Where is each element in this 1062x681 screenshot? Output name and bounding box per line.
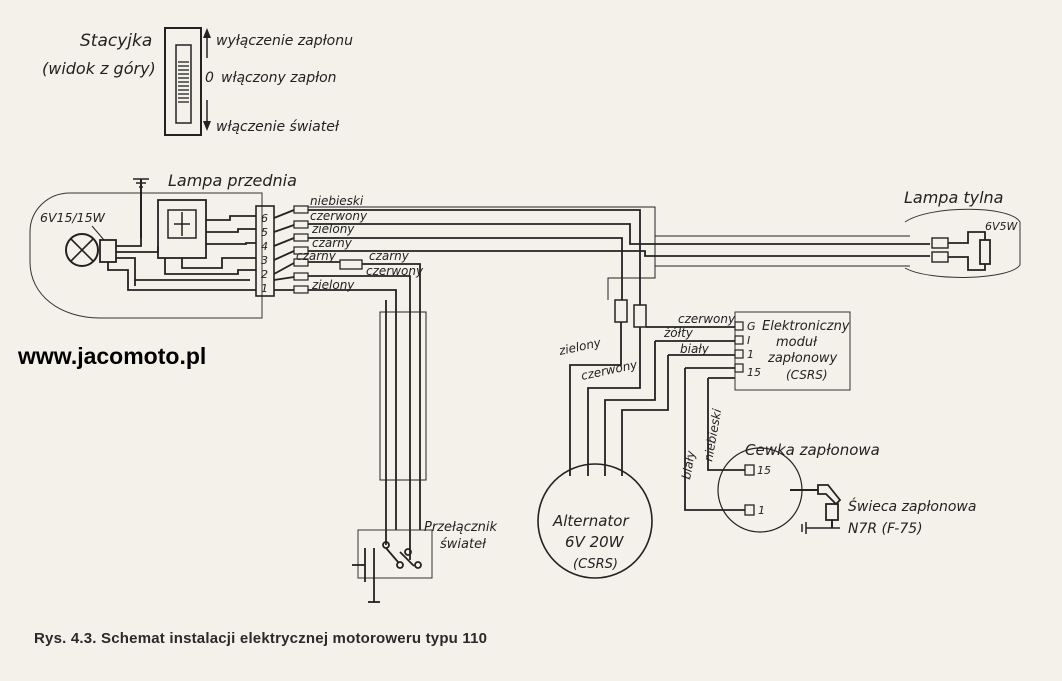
module-label-3: zapłonowy <box>767 351 838 366</box>
switch-title: Stacyjka <box>80 31 152 51</box>
wire-label-zielony: zielony <box>311 222 355 236</box>
watermark: www.jacomoto.pl <box>18 343 207 369</box>
coil-pin-1: 1 <box>758 504 765 517</box>
switch-position-marker: 0 <box>205 70 214 86</box>
figure-caption: Rys. 4.3. Schemat instalacji elektryczne… <box>34 630 488 647</box>
wire-label-czerwony-2: czerwony <box>366 264 424 278</box>
wire-label-niebieski-2: niebieski <box>701 407 724 462</box>
terminal-3: 3 <box>261 254 268 267</box>
switch-slider-ribs <box>178 61 189 103</box>
wire-label-czarny-3: czarny <box>369 249 410 263</box>
module-label-4: (CSRS) <box>786 368 828 382</box>
switch-subtitle: (widok z góry) <box>42 59 156 78</box>
module-pin-g: G <box>747 320 756 333</box>
wire-label-zolty: żółty <box>663 326 694 340</box>
wire-label-zielony-3: zielony <box>557 335 603 358</box>
bulb-socket <box>99 239 117 263</box>
wire-label-czarny-2: czarny <box>296 249 337 263</box>
alternator-label-3: (CSRS) <box>573 557 618 572</box>
switch-body <box>164 27 202 136</box>
module-pin-15: 15 <box>747 366 761 379</box>
module-wire-labels: czerwony żółty biały zielony czerwony bi… <box>557 312 736 481</box>
wire-label-niebieski: niebieski <box>310 194 364 208</box>
alternator-label-2: 6V 20W <box>565 533 625 551</box>
wire-label-czerwony-4: czerwony <box>580 357 640 383</box>
switch-position-off: wyłączenie zapłonu <box>216 33 353 49</box>
rear-lamp-label: Lampa tylna <box>904 188 1003 207</box>
module-pin-1: 1 <box>747 348 754 361</box>
spark-plug-model: N7R (F-75) <box>848 521 923 537</box>
wire-label-bialy-2: biały <box>679 449 698 481</box>
module-pin-i: I <box>747 334 750 347</box>
harness-wires <box>273 205 930 560</box>
alternator: Alternator 6V 20W (CSRS) <box>537 463 653 579</box>
switch-position-on: włączony zapłon <box>221 70 337 86</box>
coil-pin-15: 15 <box>757 464 771 477</box>
arrow-up-icon <box>203 28 211 38</box>
terminal-1: 1 <box>261 282 268 295</box>
light-switch-box <box>357 529 433 579</box>
terminal-4: 4 <box>261 240 268 253</box>
wire-label-bialy: biały <box>680 342 710 356</box>
alternator-label-1: Alternator <box>552 512 629 530</box>
rear-bulb-icon <box>979 239 991 265</box>
rear-bulb-rating: 6V5W <box>985 220 1019 233</box>
spark-plug-label: Świeca zapłonowa <box>848 497 976 515</box>
ignition-module: G I 1 15 Elektroniczny moduł zapłonowy (… <box>734 311 851 391</box>
wire-label-czarny: czarny <box>312 236 353 250</box>
front-bulb-icon <box>65 233 99 267</box>
light-switch-label-1: Przełącznik <box>424 520 498 535</box>
alternator-circle <box>537 463 653 579</box>
terminal-2: 2 <box>261 268 268 281</box>
terminal-5: 5 <box>261 226 268 239</box>
coil-label: Cewka zapłonowa <box>745 441 880 459</box>
module-label-1: Elektroniczny <box>762 319 850 334</box>
arrow-down-icon <box>203 121 211 131</box>
spark-plug-icon <box>817 484 842 506</box>
harness-labels: niebieski czerwony zielony czarny czarny… <box>296 194 424 292</box>
front-bulb-rating: 6V15/15W <box>40 210 106 225</box>
wire-label-czerwony: czerwony <box>310 209 368 223</box>
terminal-6: 6 <box>261 212 268 225</box>
inline-connectors <box>614 299 647 328</box>
ignition-switch: Stacyjka (widok z góry) wyłączenie zapło… <box>42 27 353 136</box>
wire-label-czerwony-3: czerwony <box>678 312 736 326</box>
ignition-coil: Cewka zapłonowa 15 1 <box>717 441 880 533</box>
wire-label-zielony-2: zielony <box>311 278 355 292</box>
front-lamp-label: Lampa przednia <box>168 171 297 190</box>
rear-lamp: Lampa tylna 6V5W <box>904 188 1021 278</box>
light-switch: Przełącznik świateł <box>352 520 498 603</box>
module-label-2: moduł <box>776 335 818 350</box>
alternator-wires <box>569 322 745 511</box>
light-switch-label-2: świateł <box>440 537 487 552</box>
front-lamp-housing <box>29 192 263 319</box>
rear-lamp-housing <box>904 208 1021 278</box>
switch-position-lights: włączenie świateł <box>216 119 340 135</box>
switch-slot <box>175 44 192 124</box>
coil-circle <box>717 447 803 533</box>
front-lamp: Lampa przednia 6V15/15W <box>29 171 297 319</box>
spark-plug: Świeca zapłonowa N7R (F-75) <box>801 484 976 537</box>
front-terminal-strip <box>255 205 275 297</box>
